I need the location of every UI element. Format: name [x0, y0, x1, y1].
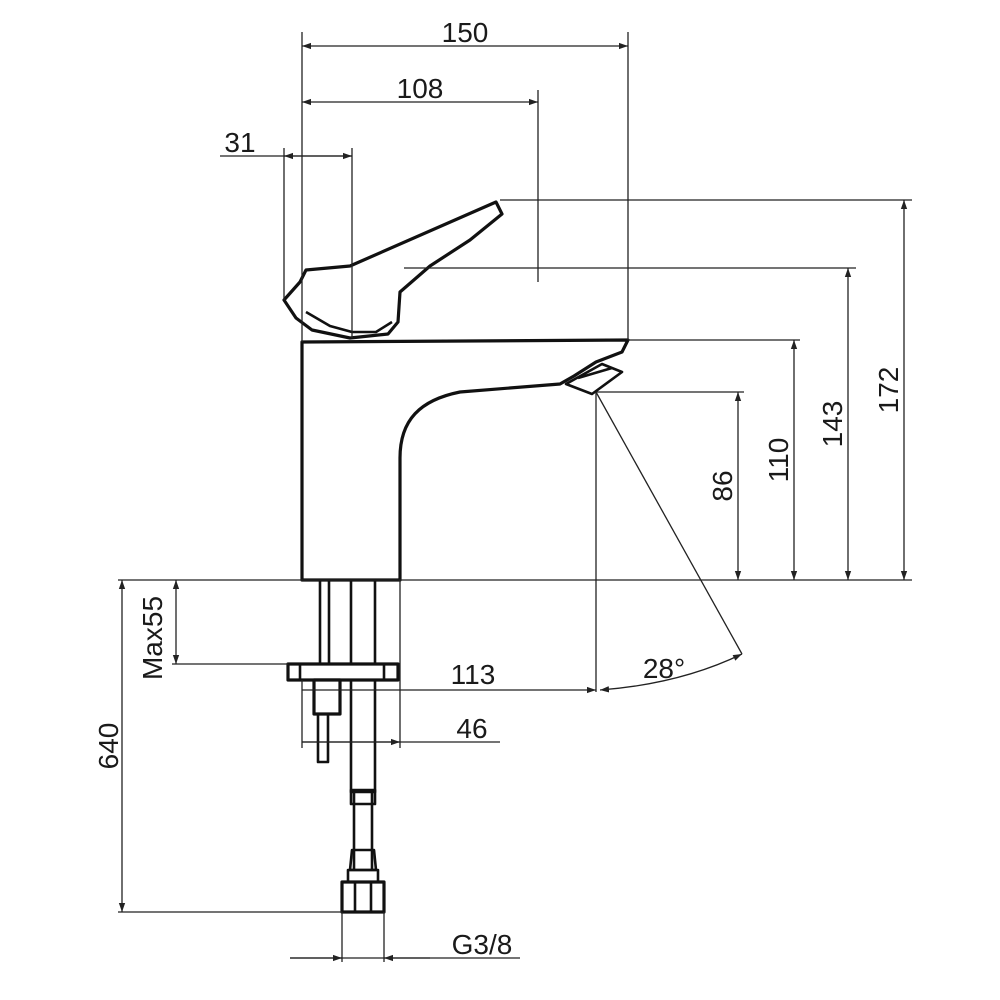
label-max55: Max55 [137, 596, 168, 680]
connector-nut [340, 880, 386, 914]
label-143: 143 [817, 401, 848, 448]
label-28deg: 28° [643, 653, 685, 684]
label-31: 31 [224, 127, 255, 158]
fixing-plate [286, 662, 400, 682]
label-113: 113 [451, 659, 496, 690]
aerator [564, 362, 624, 396]
fixing-nut [312, 678, 342, 716]
faucet-body [300, 338, 630, 582]
label-150: 150 [442, 17, 489, 48]
angle-arc [599, 653, 743, 693]
dimension-lines [118, 42, 908, 962]
label-86: 86 [707, 470, 738, 501]
extension-lines [118, 32, 912, 962]
underdeck-assembly [286, 578, 400, 914]
label-46: 46 [456, 713, 487, 744]
hose-tube [349, 578, 377, 794]
label-640: 640 [93, 723, 124, 770]
faucet-outline [282, 200, 630, 582]
label-108: 108 [397, 73, 444, 104]
label-110: 110 [763, 438, 794, 483]
label-172: 172 [873, 367, 904, 414]
label-g38: G3/8 [452, 929, 513, 960]
dimension-labels: 150 108 31 172 143 110 86 Max55 640 113 … [93, 17, 904, 960]
lever-handle [282, 200, 504, 340]
threaded-rod [318, 578, 331, 674]
